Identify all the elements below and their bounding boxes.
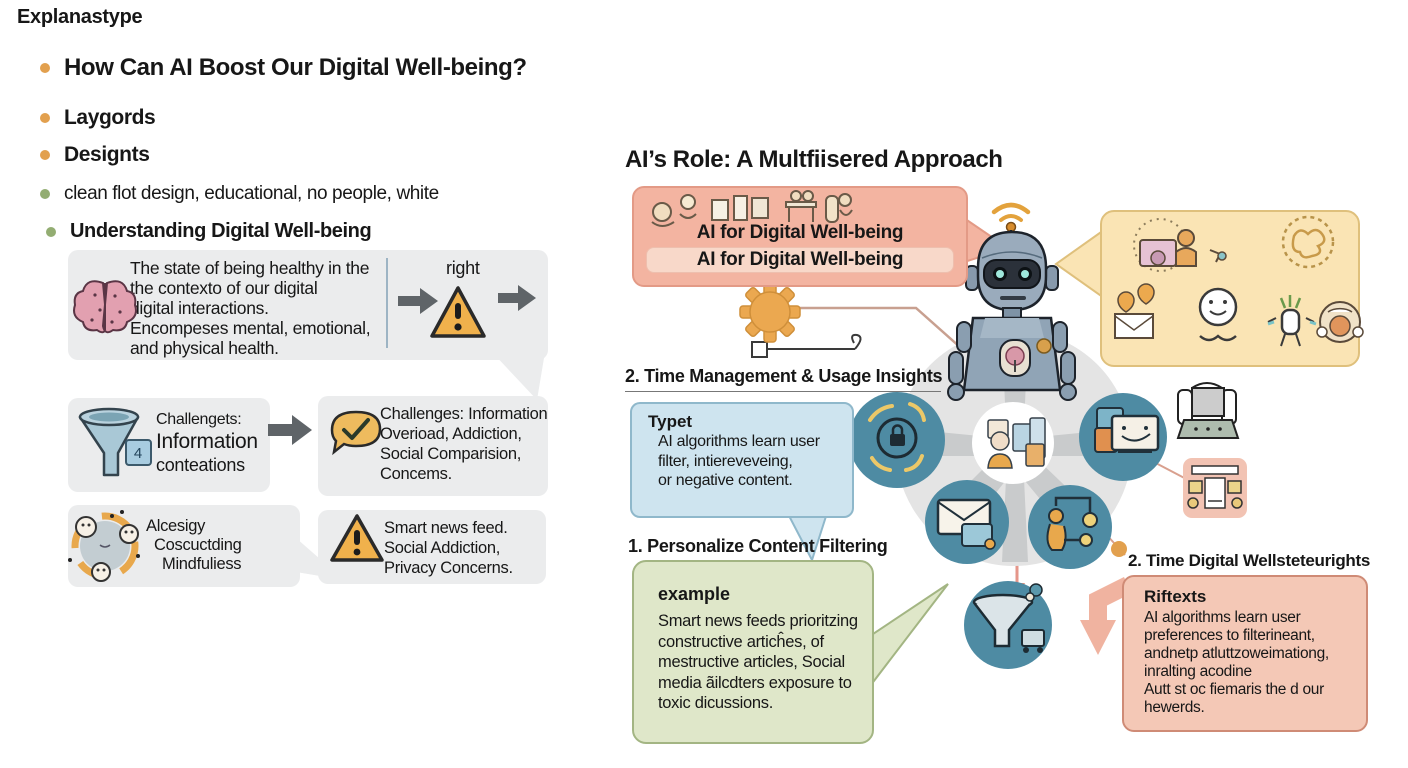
- bullet-icon: [40, 63, 50, 73]
- text-line: conteations: [156, 455, 245, 475]
- privacy-lock-circle: [849, 392, 945, 488]
- right-label: right: [446, 258, 480, 278]
- section-title: AI’s Role: A Multfiisered Approach: [625, 146, 1003, 173]
- definition-box: The state of being healthy in the the co…: [68, 250, 548, 360]
- text-line: hewerds.: [1144, 699, 1205, 716]
- orange-dot: [1111, 541, 1127, 557]
- bullet-label: Laygords: [64, 106, 156, 129]
- text-line: toxic dicussions.: [658, 694, 774, 712]
- challenges-right-text: Challenges: Information Overioad, Addict…: [380, 404, 548, 484]
- definition-text: The state of being healthy in the the co…: [130, 258, 388, 358]
- text-line: Alcesigy: [146, 517, 206, 535]
- definition-line: the contexto of our digital: [130, 278, 318, 298]
- bullet-item-laygords: Laygords: [40, 106, 156, 130]
- heading-personalize-content: 1. Personalize Content Filtering: [628, 536, 888, 556]
- insights-box-heading: Riftexts: [1144, 587, 1207, 606]
- bullet-icon: [46, 226, 56, 237]
- text-line: inralting acodine: [1144, 663, 1252, 680]
- filter-funnel-circle: [964, 581, 1052, 669]
- bullet-item-question: How Can AI Boost Our Digital Well-being?: [40, 54, 527, 82]
- challenges-left-text: Challengets: Information conteations: [156, 410, 258, 476]
- challenges-box-left: Challengets: Information conteations: [68, 398, 270, 492]
- text-line: Overioad, Addiction,: [380, 425, 522, 443]
- bullet-icon: [40, 189, 50, 199]
- definition-line: digital interactions.: [130, 298, 269, 318]
- ai-banner: AI for Digital Well-being AI for Digital…: [632, 186, 968, 287]
- bullet-item-designts: Designts: [40, 143, 150, 167]
- bullet-icon: [40, 150, 50, 160]
- machine-doodle: [1176, 382, 1240, 439]
- bullet-label: clean flot design, educational, no peopl…: [64, 183, 439, 204]
- example-box: example Smart news feeds prioritzing con…: [632, 560, 874, 744]
- text-line: AI algorithms learn user: [1144, 609, 1301, 626]
- text-line: Challengets:: [156, 411, 242, 428]
- heading-underline: [625, 391, 941, 392]
- text-line: Information: [156, 430, 258, 453]
- divider: [386, 258, 388, 348]
- bullet-icon: [40, 113, 50, 123]
- text-line: mestructive articles, Social: [658, 653, 845, 671]
- text-line: or negative content.: [658, 472, 793, 489]
- banner-line2: AI for Digital Well-being: [646, 247, 954, 273]
- challenges-box-right: Challenges: Information Overioad, Addict…: [318, 396, 548, 496]
- bullet-item-understanding: Understanding Digital Well-being: [46, 220, 372, 243]
- text-line: Privacy Concerns.: [384, 559, 513, 577]
- text-line: Social Comparision,: [380, 445, 522, 463]
- text-line: constructive articĥes, of: [658, 632, 824, 651]
- banner-line1: AI for Digital Well-being: [696, 222, 904, 243]
- hub-to-minibox-line: [1149, 459, 1193, 483]
- bullet-item-style: clean flot design, educational, no peopl…: [40, 183, 439, 205]
- wellbeing-doodle-box: [1100, 210, 1360, 367]
- insights-box: Riftexts AI algorithms learn user prefer…: [1122, 575, 1368, 732]
- definition-line: and physical health.: [130, 338, 279, 358]
- user-computer-hub: [972, 402, 1054, 484]
- page-title: Explanastype: [17, 6, 143, 28]
- text-line: media ãilcdters exposure to: [658, 673, 852, 692]
- mindfulness-box: Alcesigy Coscuctding Mindfuliess: [68, 505, 300, 587]
- bullet-label: How Can AI Boost Our Digital Well-being?: [64, 54, 527, 81]
- text-line: Smart news feed.: [384, 519, 508, 537]
- text-line: Smart news feeds prioritzing: [658, 612, 858, 630]
- text-line: preferences to filterineant,: [1144, 627, 1315, 644]
- text-line: Challenges: Information: [380, 405, 548, 423]
- definition-line: Encompeses mental, emotional,: [130, 318, 371, 338]
- text-line: filter, intiereveveing,: [658, 452, 793, 470]
- text-line: Mindfuliess: [162, 555, 242, 573]
- text-line: Concems.: [380, 465, 452, 483]
- slider-doodle: [751, 333, 862, 358]
- heading-digital-wellbeing-insights: 2. Time Digital Wellsteteurights: [1128, 551, 1370, 570]
- bullet-label: Designts: [64, 143, 150, 166]
- mindfulness-text: Alcesigy Coscuctding Mindfuliess: [146, 517, 242, 574]
- type-box-heading: Typet: [648, 412, 693, 431]
- warning-text: Smart news feed. Social Addiction, Priva…: [384, 518, 513, 578]
- text-line: andnetp atluttzoweimationg,: [1144, 645, 1329, 662]
- type-box: Typet AI algorithms learn user filter, i…: [630, 402, 854, 518]
- definition-line: The state of being healthy in the: [130, 258, 370, 278]
- bullet-label: Understanding Digital Well-being: [70, 220, 372, 242]
- gear-icon: [739, 281, 801, 343]
- text-line: Autt st oc fiemaris the d our: [1144, 681, 1324, 698]
- down-arrowhead: [1009, 583, 1025, 600]
- arrow-right-icon: [268, 415, 312, 445]
- habits-circle: [1028, 485, 1112, 569]
- wellbeing-box-tail: [1054, 228, 1105, 300]
- insights-box-arrow: [1080, 576, 1133, 655]
- example-box-heading: example: [658, 584, 731, 604]
- text-line: AI algorithms learn user: [658, 433, 820, 450]
- flow-mini-box: [1183, 458, 1247, 518]
- hub-to-insights-line: [1092, 519, 1126, 556]
- screen-time-circle: [1079, 393, 1167, 481]
- text-line: Coscuctding: [154, 536, 242, 554]
- heading-time-management: 2. Time Management & Usage Insights: [625, 366, 943, 386]
- example-box-tail: [863, 583, 949, 697]
- text-line: Social Addiction,: [384, 539, 500, 557]
- messages-circle: [925, 480, 1009, 564]
- privacy-warning-box: Smart news feed. Social Addiction, Priva…: [318, 510, 546, 584]
